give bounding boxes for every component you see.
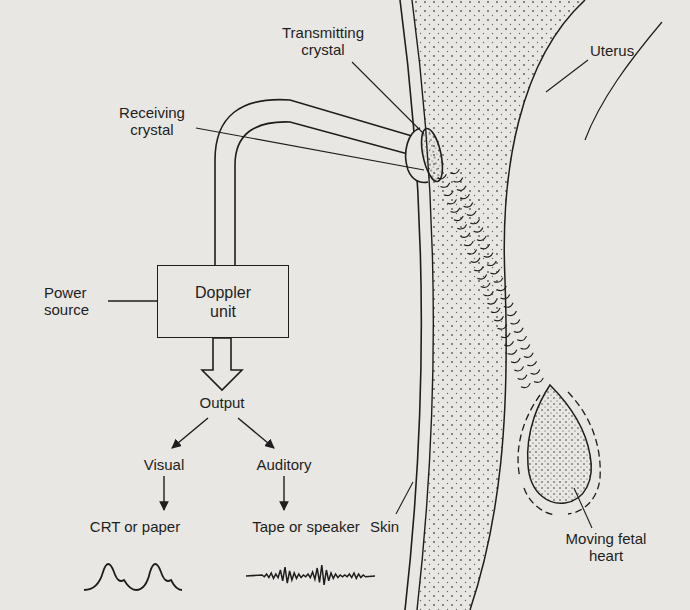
ultrasound-wave	[471, 258, 480, 263]
output-label: Output	[176, 394, 268, 411]
ultrasound-wave	[497, 286, 506, 291]
ultrasound-wave	[510, 319, 519, 324]
ultrasound-wave	[467, 249, 476, 254]
leader-line	[352, 62, 424, 134]
part-label: Receiving crystal	[112, 104, 192, 138]
ultrasound-wave	[497, 325, 506, 330]
ultrasound-wave	[487, 261, 496, 266]
ultrasound-wave	[453, 177, 462, 182]
ultrasound-waves	[437, 169, 543, 388]
ultrasound-wave	[447, 199, 456, 204]
ultrasound-wave	[451, 208, 460, 213]
probe-cable	[235, 122, 408, 265]
power-line	[108, 300, 157, 301]
ultrasound-wave	[481, 283, 490, 288]
arrow	[172, 418, 208, 448]
part-label: Transmitting crystal	[262, 24, 384, 58]
ultrasound-wave	[440, 183, 449, 188]
ultrasound-wave	[477, 275, 486, 280]
ultrasound-wave	[470, 219, 479, 224]
ultrasound-wave	[521, 344, 530, 349]
ultrasound-wave	[477, 236, 486, 241]
audio-waveform	[246, 565, 375, 585]
ultrasound-wave	[517, 336, 526, 341]
arrow	[163, 476, 164, 510]
output-label: Tape or speaker	[236, 518, 376, 535]
heart-motion	[524, 488, 556, 515]
leader-line	[196, 128, 424, 170]
ultrasound-wave	[474, 228, 483, 233]
uterine-inner	[585, 22, 662, 140]
ultrasound-wave	[514, 366, 523, 371]
leader-line	[396, 482, 413, 514]
ultrasound-wave	[457, 224, 466, 229]
ultrasound-wave	[504, 303, 513, 308]
ultrasound-wave	[501, 333, 510, 338]
arrow	[238, 418, 274, 448]
ultrasound-wave	[524, 353, 533, 358]
ultrasound-wave	[507, 311, 516, 316]
probe-cable	[215, 100, 412, 265]
skin-inner	[412, 0, 433, 610]
audio-waveform	[246, 565, 375, 585]
ultrasound-wave	[454, 216, 463, 221]
ultrasound-wave	[460, 194, 469, 199]
ultrasound-wave	[494, 278, 503, 283]
output-arrow	[202, 338, 242, 390]
skin-outer	[400, 0, 421, 610]
ultrasound-wave	[500, 294, 509, 299]
ultrasound-wave	[450, 169, 459, 174]
ultrasound-wave	[437, 174, 446, 179]
leader-line	[574, 488, 592, 528]
ultrasound-wave	[484, 291, 493, 296]
part-label: Power source	[44, 284, 106, 318]
ultrasound-wave	[491, 308, 500, 313]
heart-motion	[518, 395, 540, 478]
heart-motion	[568, 392, 600, 514]
tissue-layer	[412, 0, 585, 610]
ultrasound-wave	[518, 375, 527, 380]
ultrasound-wave	[464, 241, 473, 246]
ultrasound-wave	[480, 244, 489, 249]
ultrasound-wave	[444, 191, 453, 196]
ultrasound-wave	[514, 328, 523, 333]
part-label: Uterus	[590, 42, 670, 59]
ultrasound-wave	[531, 370, 540, 375]
part-label: Skin	[370, 518, 410, 535]
output-label: CRT or paper	[70, 518, 200, 535]
uterine-wall	[470, 0, 585, 610]
ultrasound-wave	[457, 186, 466, 191]
ultrasound-wave	[534, 378, 543, 383]
ultrasound-wave	[511, 358, 520, 363]
ultrasound-wave	[464, 202, 473, 207]
ultrasound-wave	[474, 266, 483, 271]
output-label: Visual	[128, 456, 200, 473]
crystal-face	[418, 127, 447, 184]
leader-line	[546, 60, 588, 92]
arrow	[283, 476, 284, 510]
output-label: Auditory	[246, 456, 322, 473]
ultrasound-wave	[467, 211, 476, 216]
ultrasound-wave	[504, 341, 513, 346]
process-box: Doppler unit	[157, 265, 289, 338]
ultrasound-wave	[461, 233, 470, 238]
ultrasound-wave	[487, 300, 496, 305]
ultrasound-wave	[527, 361, 536, 366]
fetal-heart	[528, 385, 592, 503]
part-label: Moving fetal heart	[548, 530, 664, 564]
ultrasound-wave	[490, 269, 499, 274]
pulse-waveform	[84, 564, 182, 590]
node-text: Doppler unit	[186, 283, 260, 321]
ultrasound-wave	[484, 253, 493, 258]
ultrasound-wave	[521, 383, 530, 388]
ultrasound-wave	[494, 316, 503, 321]
ultrasound-wave	[508, 350, 517, 355]
